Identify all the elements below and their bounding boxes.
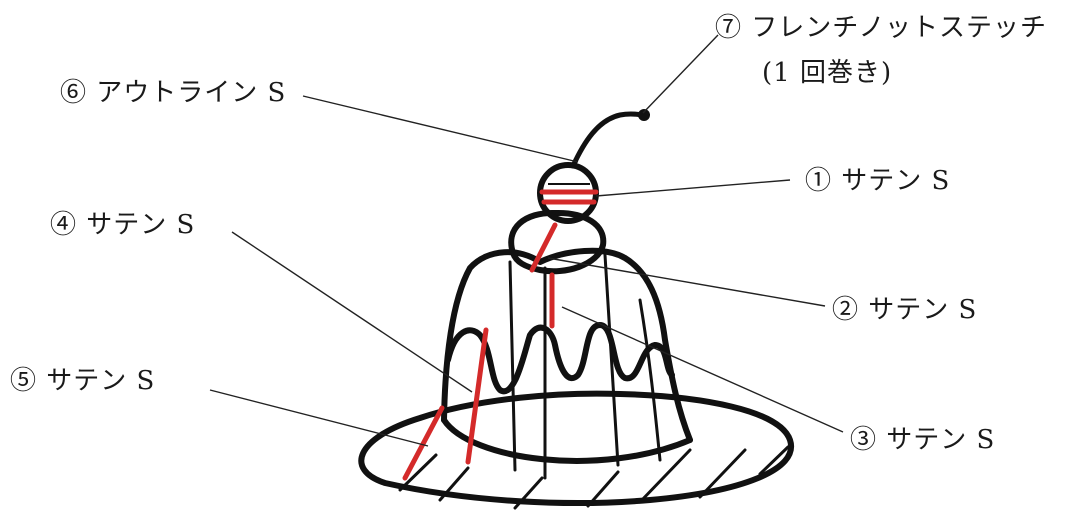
leader-lines [210,35,843,446]
plate [361,394,791,503]
label-satin-stitch-4: ④ サテン S [50,212,195,238]
label-satin-stitch-1: ① サテン S [805,168,950,194]
label-satin-stitch-5: ⑤ サテン S [10,368,155,394]
plate-hatching [400,447,788,508]
french-knot [638,109,650,121]
cherry-satin-stitches [542,192,596,202]
label-outline-stitch: ⑥ アウトライン S [60,80,286,106]
label-satin-stitch-2: ② サテン S [832,297,977,323]
label-satin-stitch-3: ③ サテン S [850,427,995,453]
label-french-knot-stitch: ⑦ フレンチノットステッチ [715,15,1047,41]
label-french-knot-wraps: (1 回巻き) [762,60,892,86]
cherry-stem [573,114,645,166]
